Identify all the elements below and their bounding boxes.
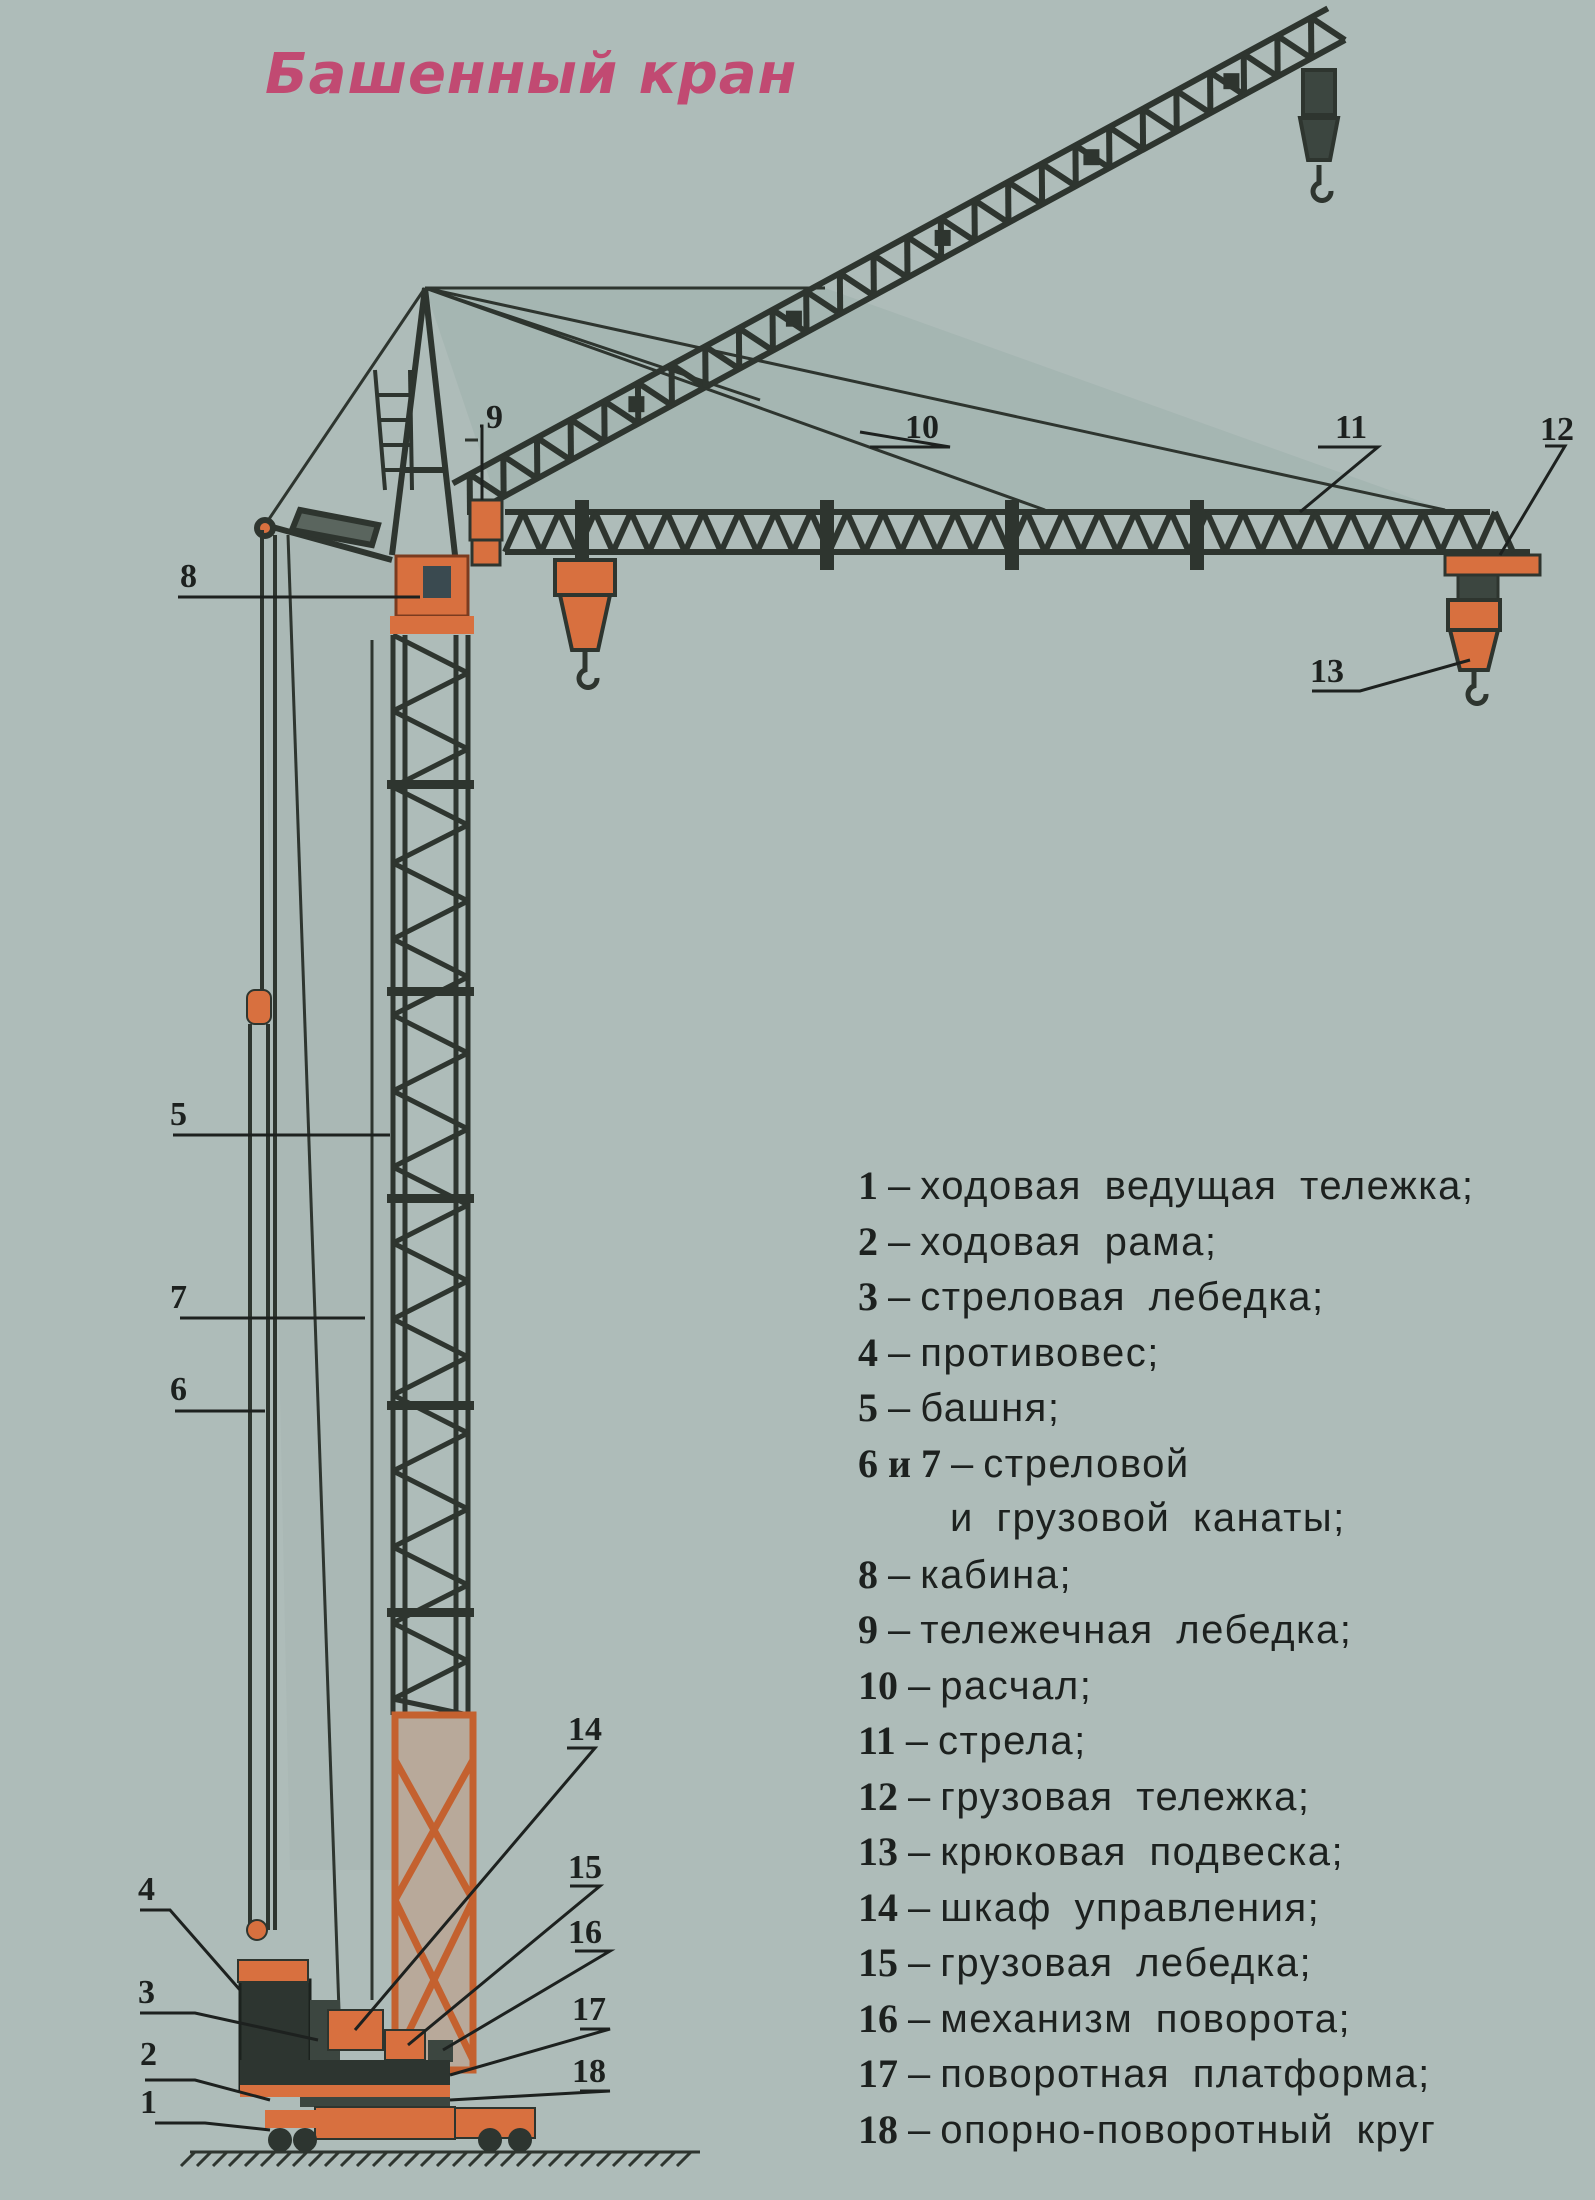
- legend-text: поворотная платформа;: [940, 2052, 1431, 2096]
- legend-item: 2–ходовая рама;: [858, 1218, 1218, 1264]
- legend-text: ходовая рама;: [920, 1219, 1218, 1264]
- callout-1: 1: [140, 2084, 157, 2121]
- legend-item: 9–тележечная лебедка;: [858, 1607, 1353, 1652]
- callout-5: 5: [170, 1096, 187, 1133]
- counter-jib: [254, 506, 393, 563]
- legend-num: 1: [858, 1163, 878, 1208]
- legend-text: и грузовой канаты;: [950, 1496, 1346, 1540]
- legend-item: 14–шкаф управления;: [858, 1884, 1321, 1930]
- legend-num: 12: [858, 1773, 898, 1819]
- legend-text: ходовая ведущая тележка;: [920, 1164, 1475, 1208]
- legend-num: 10: [858, 1662, 898, 1708]
- legend-num: 4: [858, 1329, 878, 1375]
- horizontal-jib: [502, 500, 1530, 570]
- cable-6: [260, 530, 277, 1930]
- callout-3: 3: [138, 1974, 155, 2011]
- legend-num: 15: [858, 1940, 898, 1985]
- legend-num: 9: [858, 1607, 878, 1652]
- callout-14: 14: [568, 1711, 602, 1748]
- callout-12: 12: [1540, 411, 1574, 448]
- legend-item: и грузовой канаты;: [858, 1491, 1588, 1547]
- legend-item: 3–стреловая лебедка;: [858, 1274, 1325, 1319]
- callout-18: 18: [572, 2053, 606, 2090]
- legend-item: 15–грузовая лебедка;: [858, 1940, 1313, 1985]
- legend-item: 5–башня;: [858, 1385, 1061, 1430]
- legend-text: механизм поворота;: [940, 1996, 1352, 2041]
- trolley-winch: [465, 438, 504, 567]
- legend-text: тележечная лебедка;: [920, 1608, 1353, 1652]
- legend-item: 6 и 7–стреловой: [858, 1440, 1190, 1486]
- legend-item: 4–противовес;: [858, 1329, 1160, 1375]
- callout-10: 10: [905, 409, 939, 446]
- legend-text: стрела;: [938, 1719, 1087, 1763]
- legend-item: 1–ходовая ведущая тележка;: [858, 1163, 1475, 1208]
- legend-text: шкаф управления;: [940, 1885, 1321, 1930]
- legend: 1–ходовая ведущая тележка; 2–ходовая рам…: [858, 1158, 1588, 2157]
- callout-13: 13: [1310, 653, 1344, 690]
- legend-item: 18–опорно-поворотный круг: [858, 2106, 1437, 2152]
- hook-near-tower: [553, 558, 617, 690]
- cabin: [390, 554, 474, 634]
- cable-plane-shade: [262, 530, 395, 1870]
- diagram-title: Башенный кран: [265, 42, 798, 107]
- callout-7: 7: [170, 1279, 187, 1316]
- callout-9: 9: [486, 399, 503, 436]
- legend-num: 18: [858, 2106, 898, 2152]
- callout-17: 17: [572, 1991, 606, 2028]
- legend-text: грузовая лебедка;: [940, 1941, 1313, 1985]
- legend-text: крюковая подвеска;: [940, 1830, 1345, 1874]
- legend-item: 11–стрела;: [858, 1718, 1087, 1763]
- legend-text: расчал;: [940, 1663, 1093, 1708]
- legend-text: кабина;: [920, 1552, 1073, 1597]
- legend-text: стреловой: [983, 1441, 1190, 1486]
- ground: [179, 2150, 700, 2168]
- legend-num: 2: [858, 1218, 878, 1264]
- legend-item: 8–кабина;: [858, 1551, 1073, 1597]
- legend-item: 10–расчал;: [858, 1662, 1093, 1708]
- callout-leaders: [140, 424, 1568, 2132]
- callout-16: 16: [568, 1914, 602, 1951]
- legend-text: стреловая лебедка;: [920, 1275, 1325, 1319]
- legend-num: 8: [858, 1551, 878, 1597]
- hook-block: [1446, 598, 1502, 706]
- legend-num: 13: [858, 1829, 898, 1874]
- running-frame: [265, 2106, 456, 2140]
- callout-8: 8: [180, 558, 197, 595]
- boom-rope-pulleys: [246, 989, 272, 1941]
- legend-item: 16–механизм поворота;: [858, 1995, 1352, 2041]
- legend-num: 14: [858, 1884, 898, 1930]
- cable-7: [286, 534, 374, 2041]
- slewing-ring: [300, 2097, 450, 2107]
- callout-2: 2: [140, 2036, 157, 2073]
- tower: [373, 287, 477, 2074]
- legend-num: 6 и 7: [858, 1440, 942, 1486]
- inclined-boom: [451, 5, 1347, 518]
- drive-bogie: [268, 2107, 536, 2152]
- callout-4: 4: [138, 1871, 155, 1908]
- rotation-mechanism: [428, 2040, 453, 2062]
- legend-num: 11: [858, 1718, 896, 1763]
- callout-labels: 1 2 3 4 5 6 7 8 9 10 11 12 13 14 15 16 1…: [138, 399, 1574, 2121]
- legend-text: башня;: [920, 1386, 1061, 1430]
- callout-11: 11: [1335, 409, 1367, 446]
- legend-num: 17: [858, 2051, 898, 2096]
- callout-6: 6: [170, 1371, 187, 1408]
- legend-num: 5: [858, 1385, 878, 1430]
- legend-text: опорно-поворотный круг: [940, 2107, 1437, 2152]
- legend-text: противовес;: [920, 1330, 1160, 1375]
- callout-15: 15: [568, 1849, 602, 1886]
- cargo-trolley: [1443, 553, 1542, 607]
- legend-item: 17–поворотная платформа;: [858, 2051, 1431, 2096]
- legend-item: 12–грузовая тележка;: [858, 1773, 1311, 1819]
- legend-text: грузовая тележка;: [940, 1774, 1311, 1819]
- legend-num: 16: [858, 1995, 898, 2041]
- legend-num: 3: [858, 1274, 878, 1319]
- rotating-platform: [240, 2060, 450, 2097]
- legend-item: 13–крюковая подвеска;: [858, 1829, 1345, 1874]
